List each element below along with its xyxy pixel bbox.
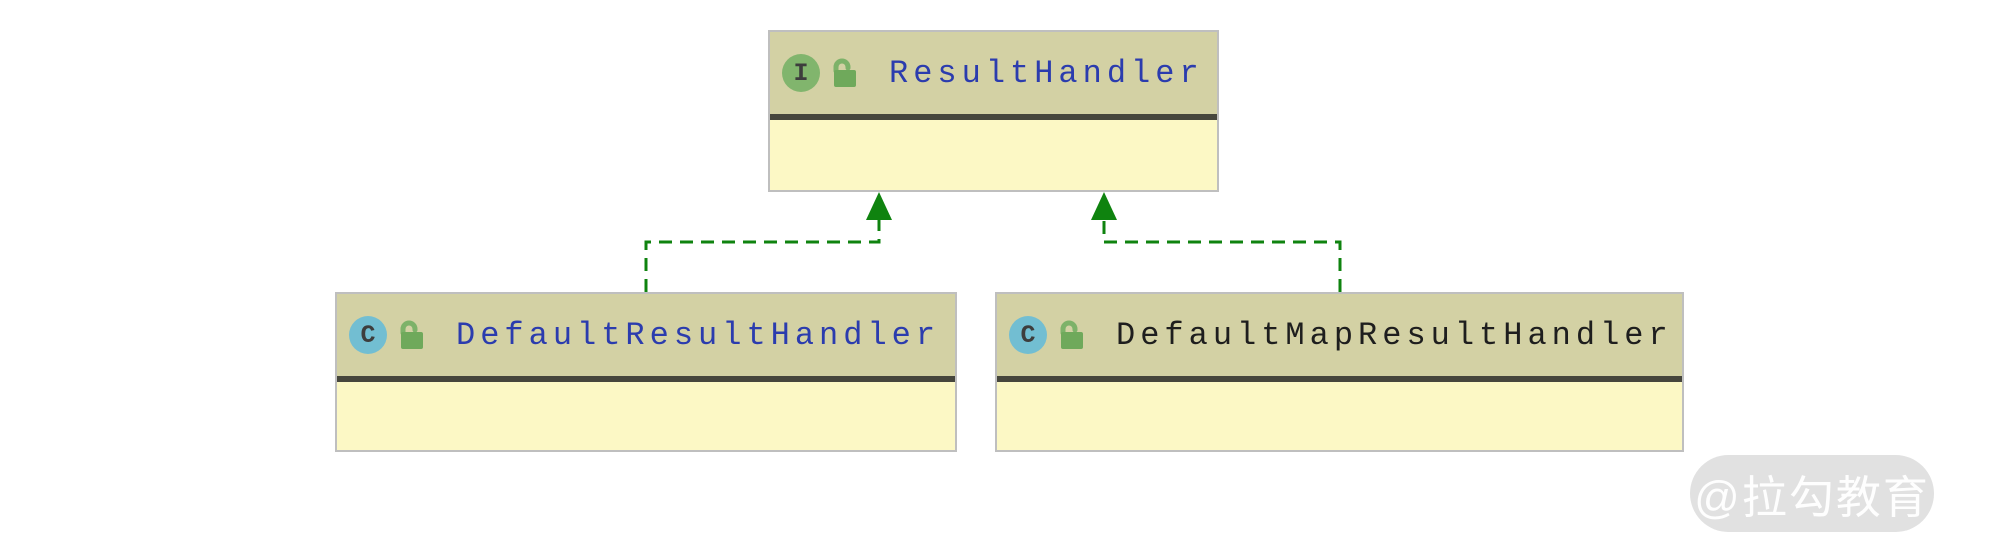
edge-path bbox=[1102, 220, 1342, 292]
node-separator bbox=[337, 376, 955, 382]
class-icon: C bbox=[1009, 316, 1047, 354]
node-header: C DefaultMapResultHandler bbox=[997, 294, 1682, 376]
unlocked-padlock-icon bbox=[833, 58, 856, 87]
triangle-arrowhead-icon bbox=[1091, 192, 1117, 220]
node-body bbox=[997, 382, 1682, 450]
node-body bbox=[337, 382, 955, 450]
node-separator bbox=[770, 114, 1217, 120]
unlocked-padlock-icon bbox=[400, 320, 423, 349]
realization-edge-defaultmapresulthandler[interactable] bbox=[1091, 192, 1342, 292]
node-header: I ResultHandler bbox=[770, 32, 1217, 114]
uml-node-resulthandler[interactable]: I ResultHandler bbox=[768, 30, 1219, 192]
node-header: C DefaultResultHandler bbox=[337, 294, 955, 376]
triangle-arrowhead-icon bbox=[866, 192, 892, 220]
node-title: DefaultMapResultHandler bbox=[1116, 316, 1673, 354]
interface-icon: I bbox=[782, 54, 820, 92]
edge-path bbox=[644, 220, 881, 292]
uml-node-defaultresulthandler[interactable]: C DefaultResultHandler bbox=[335, 292, 957, 452]
node-title: ResultHandler bbox=[889, 54, 1204, 92]
node-separator bbox=[997, 376, 1682, 382]
node-body bbox=[770, 120, 1217, 190]
realization-edge-defaultresulthandler[interactable] bbox=[644, 192, 892, 292]
unlocked-padlock-icon bbox=[1060, 320, 1083, 349]
class-icon: C bbox=[349, 316, 387, 354]
node-title: DefaultResultHandler bbox=[456, 316, 941, 354]
watermark-badge: @拉勾教育 bbox=[1690, 455, 1934, 532]
uml-node-defaultmapresulthandler[interactable]: C DefaultMapResultHandler bbox=[995, 292, 1684, 452]
